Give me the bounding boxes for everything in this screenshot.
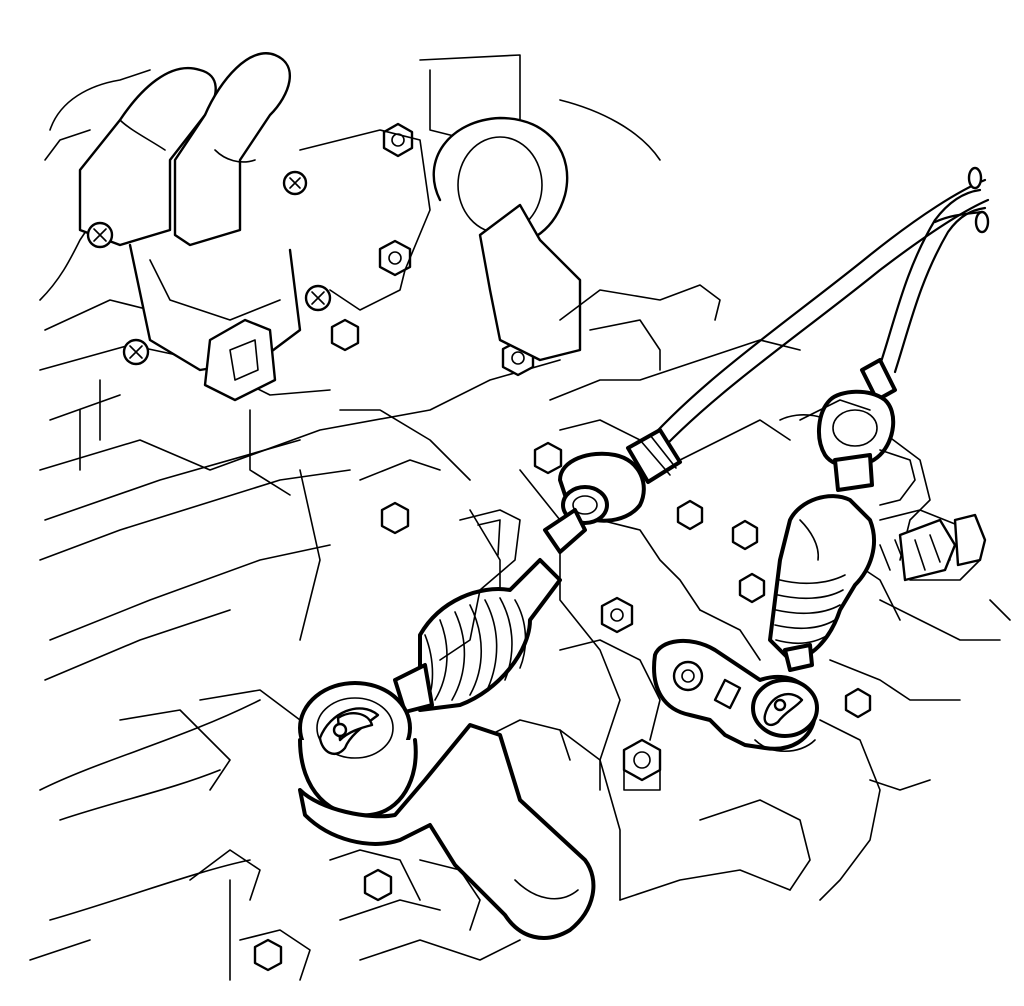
engine-hanger bbox=[299, 116, 582, 362]
flange-bolt bbox=[86, 122, 872, 972]
ignition-coil bbox=[78, 52, 302, 402]
cable-bracket bbox=[439, 399, 916, 661]
select-lever bbox=[652, 638, 819, 752]
connector bbox=[898, 513, 987, 582]
shift-lever bbox=[298, 723, 596, 940]
engine-block bbox=[29, 54, 661, 961]
cable-end bbox=[298, 428, 682, 818]
dust-boot bbox=[393, 558, 562, 714]
shift-control-cable bbox=[638, 166, 990, 464]
select-control-cable bbox=[768, 358, 897, 672]
clip bbox=[318, 707, 380, 755]
